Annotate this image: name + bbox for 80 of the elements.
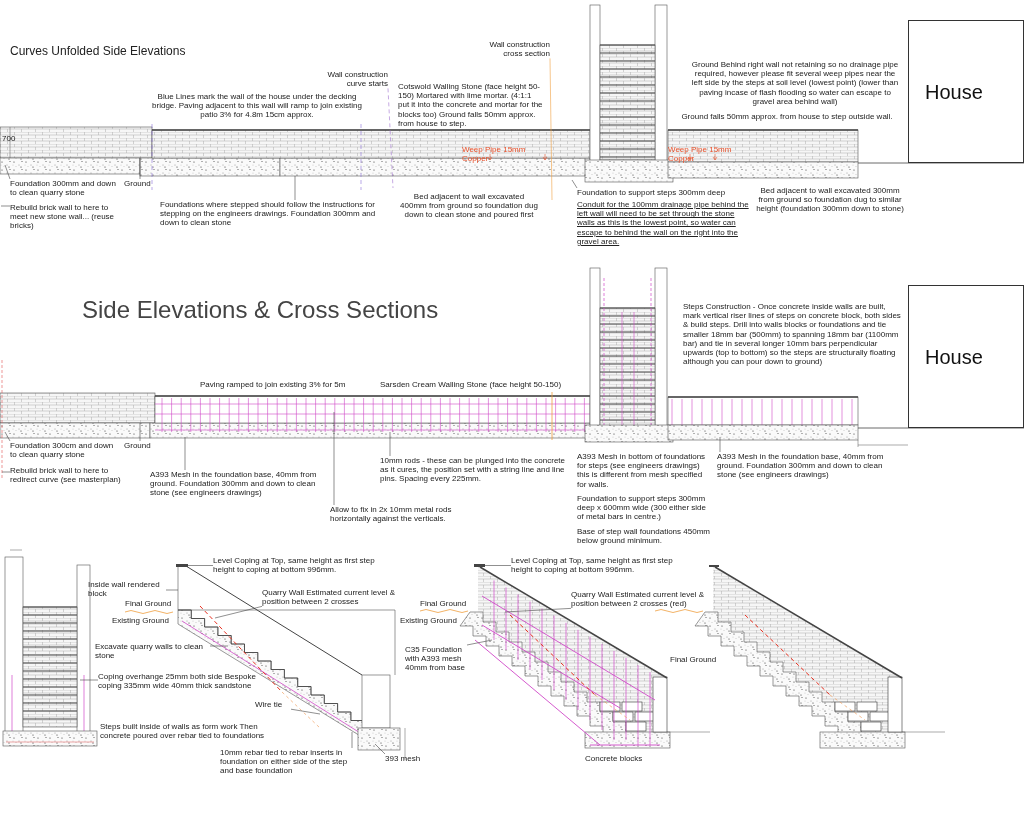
annotation-note: Bed adjacent to wall excavated 300mm from ground so foundation dug to similar height (foundation 300mm down to stone) xyxy=(755,186,905,214)
leader-line xyxy=(165,589,179,591)
house-outline xyxy=(908,20,1024,163)
annotation-note: Foundation 300cm and down to clean quarry stone xyxy=(10,441,120,460)
weep-pipe-label: Weep Pipe 15mm Copper xyxy=(462,145,527,164)
leader-line xyxy=(549,58,553,201)
leader-line xyxy=(139,422,141,442)
leader-line xyxy=(209,645,229,647)
leader-line xyxy=(484,565,512,566)
leader-line xyxy=(290,708,321,715)
leader-line xyxy=(214,606,263,619)
leader-line xyxy=(571,179,578,189)
leader-line xyxy=(504,608,572,613)
coping-bar xyxy=(474,564,485,567)
annotation-note: 393 mesh xyxy=(385,754,430,764)
annotation-note: Wall construction cross section xyxy=(470,40,550,59)
annotation-note: Paving ramped to join existing 3% for 5m xyxy=(200,380,347,390)
annotation-note: Bed adjacent to wall excavated 400mm from ground so foundation dug down to clean stone and poured first xyxy=(400,192,538,220)
house-label: House xyxy=(925,346,983,369)
leader-line xyxy=(1,471,11,473)
leader-line xyxy=(389,431,391,457)
annotation-note: Ground xyxy=(124,179,156,189)
coping-bar xyxy=(176,564,188,567)
leader-line xyxy=(294,175,296,201)
ground-level-label: Final Ground xyxy=(420,599,468,609)
ground-level-label: Final Ground xyxy=(125,599,173,609)
leader-line xyxy=(184,436,186,471)
ground-level-label: Existing Ground xyxy=(112,616,170,626)
annotation-note: Inside wall rendered block xyxy=(88,580,166,599)
section-heading: Side Elevations & Cross Sections xyxy=(82,297,440,324)
leader-line xyxy=(4,431,11,442)
weep-pipe-label: Weep Pipe 15mm Copper xyxy=(668,145,733,164)
annotation-note: Allow to fix in 2x 10mm metal rods horizontally against the verticals. xyxy=(330,505,480,524)
annotation-note: Foundation to support steps 300mm deep xyxy=(577,188,752,198)
annotation-note: Level Coping at Top, same height as first step height to coping at bottom 996mm. xyxy=(213,556,388,575)
annotation-note: A393 Mesh in bottom of foundations for steps (see engineers drawings) this is different from mesh specified for walls. xyxy=(577,452,707,489)
annotation-note: Quarry Wall Estimated current level & position between 2 crosses (red) xyxy=(571,590,711,609)
annotation-note: Coping overhange 25mm both side Bespoke coping 335mm wide 40mm thick sandstone xyxy=(98,672,266,691)
house-label: House xyxy=(925,81,983,104)
annotation-note: Ground falls 50mm approx. from house to step outside wall. xyxy=(680,112,894,122)
annotation-note: A393 Mesh in the foundation base, 40mm from ground. Foundation 300mm and down to clean stone (see engineers drawings) xyxy=(150,470,320,498)
annotation-note: Quarry Wall Estimated current level & position between 2 crosses xyxy=(262,588,402,607)
annotation-note: Wall construction curve starts xyxy=(306,70,388,89)
annotation-note: A393 Mesh in the foundation base, 40mm from ground. Foundation 300mm and down to clean stone (see engineers drawings) xyxy=(717,452,887,480)
annotation-note: Rebuild brick wall to here to meet new stone wall... (reuse bricks) xyxy=(10,203,120,231)
ground-level-label: Existing Ground xyxy=(400,616,458,626)
annotation-note: Foundation 300mm and down to clean quarry stone xyxy=(10,179,120,198)
annotation-note: Rebuild brick wall to here to redirect curve (see masterplan) xyxy=(10,466,125,485)
leader-line xyxy=(387,88,394,189)
part-label: Concrete blocks xyxy=(585,754,644,764)
annotation-note: 10mm rebar tied to rebar inserts in foundation on either side of the step and base foundation xyxy=(220,748,355,776)
annotation-note: Sarsden Cream Walling Stone (face height 50-150) xyxy=(380,380,563,390)
annotation-note: Ground Behind right wall not retaining so no drainage pipe required, however please fit several weep pipes near the left side by the steps at soil level (lowest point) (lower than paving incase of flash flooding so water can escape to gravel area behind wall) xyxy=(690,60,900,106)
section-heading: Curves Unfolded Side Elevations xyxy=(10,45,187,59)
leader-line xyxy=(79,679,99,681)
ground-level-label: Final Ground xyxy=(670,655,718,665)
leader-line xyxy=(466,639,493,646)
leader-line xyxy=(139,157,141,180)
leader-line xyxy=(374,743,386,755)
leader-line xyxy=(187,565,214,566)
annotation-note: Level Coping at Top, same height as first step height to coping at bottom 996mm. xyxy=(511,556,686,575)
annotation-note: Blue Lines mark the wall of the house under the decking bridge. Paving adjacent to this wall will ramp to join existing patio 3% for 4.8m 15cm approx. xyxy=(152,92,362,120)
leader-line xyxy=(333,411,335,506)
annotation-note: Base of step wall foundations 450mm below ground minimum. xyxy=(577,527,711,546)
annotation-note: Ground xyxy=(124,441,156,451)
annotation-note: Steps built inside of walls as form work Then concrete poured over rebar tied to foundations xyxy=(100,722,266,741)
leader-line xyxy=(719,436,721,453)
annotation-note: Cotswold Walling Stone (face height 50-150) Mortared with lime mortar. (4:1:1 put it into the concrete and mortar for the blocks too) Ground falls 50mm approx. from house to step. xyxy=(398,82,543,128)
leader-line xyxy=(0,205,11,207)
leader-line xyxy=(4,164,11,180)
annotation-note: Excavate quarry walls to clean stone xyxy=(95,642,210,661)
annotation-note: 10mm rods - these can be plunged into the concrete as it cures, the position set with a string line and line pins. Spacing every 225mm. xyxy=(380,456,565,484)
house-outline xyxy=(908,285,1024,428)
annotation-note: C35 Foundation with A393 mesh 40mm from base xyxy=(405,645,467,673)
annotation-note: Conduit for the 100mm drainage pipe behind the left wall will need to be set through the stone walls as this is the lowest point, so water can escape to behind the wall on the right into the gravel area. xyxy=(577,200,750,246)
annotation-note: Wire tie xyxy=(255,700,291,710)
annotation-note: Foundation to support steps 300mm deep x 600mm wide (300 either side of metal bars in centre.) xyxy=(577,494,707,522)
annotation-note: Foundations where stepped should follow the instructions for stepping on the engineers drawings. Foundation 300mm and down to clean stone xyxy=(160,200,390,228)
leader-line xyxy=(351,731,353,749)
dimension-label: 700 xyxy=(2,134,17,144)
